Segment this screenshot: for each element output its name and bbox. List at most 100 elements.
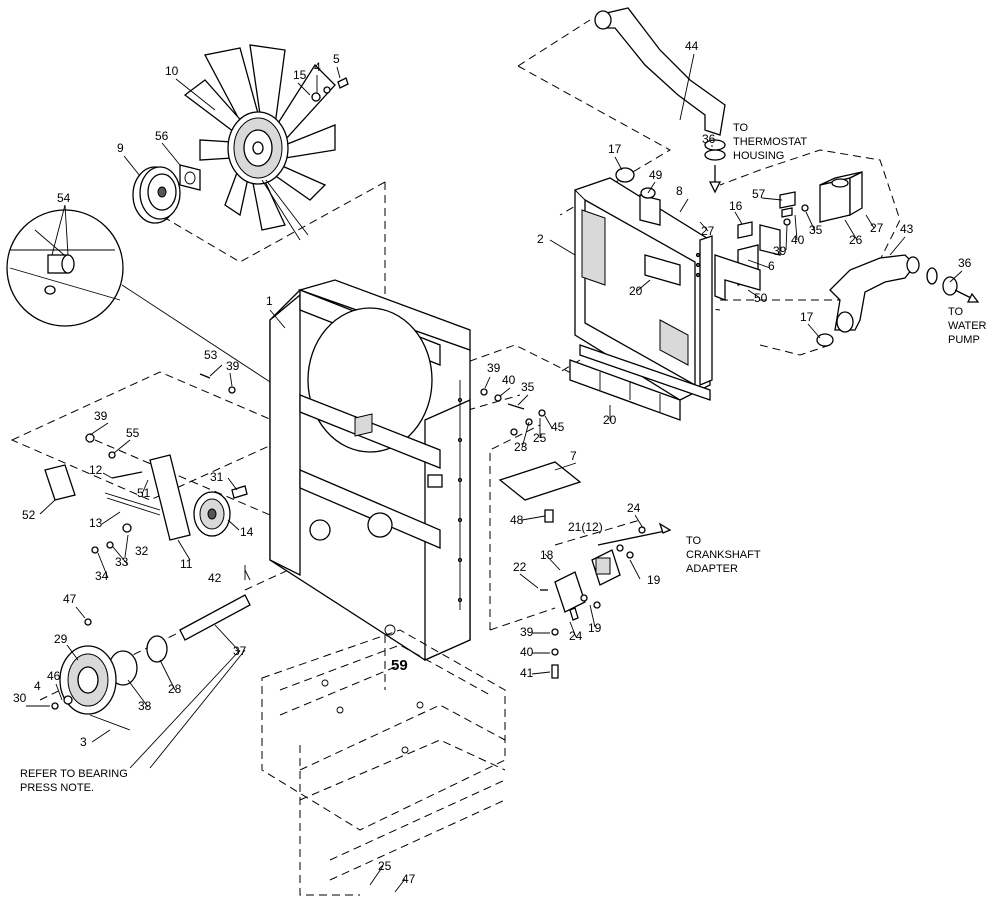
callout-43: 43 xyxy=(900,222,914,236)
callout-45: 45 xyxy=(551,420,565,434)
fan-bolts xyxy=(311,77,349,102)
shroud-mount-hardware xyxy=(480,388,546,436)
direction-notes: TO THERMOSTAT HOUSING TO WATER PUMP TO C… xyxy=(20,122,987,794)
callout-17b: 17 xyxy=(800,310,814,324)
crankshaft-note-line3: ADAPTER xyxy=(686,563,738,575)
callout-24a: 24 xyxy=(627,501,641,515)
callout-41: 41 xyxy=(520,666,534,680)
callout-6: 6 xyxy=(768,259,775,273)
callout-38: 38 xyxy=(138,699,152,713)
water-pump-note-line2: WATER xyxy=(948,320,987,332)
crankshaft-adapter-parts xyxy=(498,461,672,679)
callout-51: 51 xyxy=(137,486,151,500)
callout-49: 49 xyxy=(649,168,663,182)
callout-17a: 17 xyxy=(608,142,622,156)
belt-tensioner xyxy=(44,373,248,554)
water-pump-note-line3: PUMP xyxy=(948,334,980,346)
thermostat-note-line2: THERMOSTAT xyxy=(733,136,807,148)
crankshaft-note-line1: TO xyxy=(686,535,702,547)
callout-39d: 39 xyxy=(773,244,787,258)
radiator-shroud xyxy=(269,279,471,662)
callout-15: 15 xyxy=(293,68,307,82)
radiator xyxy=(569,177,759,421)
callout-36b: 36 xyxy=(958,256,972,270)
callout-27b: 27 xyxy=(870,221,884,235)
callout-56: 56 xyxy=(155,129,169,143)
callout-47b: 47 xyxy=(402,872,416,886)
bearing-note-line2: PRESS NOTE. xyxy=(20,782,94,794)
callout-10: 10 xyxy=(165,64,179,78)
callout-39a: 39 xyxy=(226,359,240,373)
water-pump-note-line1: TO xyxy=(948,306,964,318)
callout-46: 46 xyxy=(47,669,61,683)
callout-22: 22 xyxy=(513,560,527,574)
callout-7: 7 xyxy=(570,449,577,463)
callout-23: 23 xyxy=(514,440,528,454)
callout-5: 5 xyxy=(333,52,340,66)
callout-40c: 40 xyxy=(520,645,534,659)
callout-9: 9 xyxy=(117,141,124,155)
callout-40a: 40 xyxy=(502,373,516,387)
cooling-fan xyxy=(183,44,336,241)
callout-30: 30 xyxy=(13,691,27,705)
callout-13: 13 xyxy=(89,516,103,530)
callout-20a: 20 xyxy=(629,284,643,298)
callout-54: 54 xyxy=(57,191,71,205)
bearing-note-line1: REFER TO BEARING xyxy=(20,768,128,780)
callout-35a: 35 xyxy=(521,380,535,394)
fan-spacer xyxy=(179,164,201,191)
callout-50: 50 xyxy=(754,291,768,305)
callout-2: 2 xyxy=(537,232,544,246)
callout-33: 33 xyxy=(115,555,129,569)
callout-53: 53 xyxy=(204,348,218,362)
callout-35b: 35 xyxy=(809,223,823,237)
callout-39e: 39 xyxy=(520,625,534,639)
upper-radiator-hose xyxy=(594,7,726,194)
callout-48: 48 xyxy=(510,513,524,527)
callout-19a: 19 xyxy=(647,573,661,587)
callout-1: 1 xyxy=(266,294,273,308)
callout-34: 34 xyxy=(95,569,109,583)
callout-labels: 1 2 3 4 4 5 6 7 8 9 10 11 12 13 14 15 16… xyxy=(13,39,972,886)
callout-39b: 39 xyxy=(94,409,108,423)
callout-47a: 47 xyxy=(63,592,77,606)
crankshaft-note-line2: CRANKSHAFT xyxy=(686,549,761,561)
sensor-bracket xyxy=(714,224,781,301)
callout-leaders xyxy=(26,53,963,893)
fan-pulley xyxy=(132,166,181,224)
bearing-note-leaders xyxy=(129,649,246,769)
callout-44: 44 xyxy=(685,39,699,53)
engine-frame-rail xyxy=(261,624,506,881)
callout-39c: 39 xyxy=(487,361,501,375)
level-switch xyxy=(737,191,809,239)
callout-25b: 25 xyxy=(378,859,392,873)
callout-4b: 4 xyxy=(34,679,41,693)
callout-59: 59 xyxy=(391,657,408,674)
callout-32: 32 xyxy=(135,544,149,558)
callout-14: 14 xyxy=(240,525,254,539)
callout-8: 8 xyxy=(676,184,683,198)
callout-57: 57 xyxy=(752,187,766,201)
callout-18: 18 xyxy=(540,548,554,562)
callout-4a: 4 xyxy=(314,60,321,74)
callout-31: 31 xyxy=(210,470,224,484)
callout-21: 21(12) xyxy=(568,520,603,534)
callout-11: 11 xyxy=(180,557,193,571)
callout-19b: 19 xyxy=(588,621,602,635)
coolant-reservoir xyxy=(819,170,863,223)
callout-16: 16 xyxy=(729,199,743,213)
callout-29: 29 xyxy=(54,632,68,646)
thermostat-note-line3: HOUSING xyxy=(733,150,784,162)
lower-radiator-hose xyxy=(615,167,980,347)
callout-12: 12 xyxy=(89,463,103,477)
thermostat-note-line1: TO xyxy=(733,122,749,134)
callout-55: 55 xyxy=(126,426,140,440)
callout-26: 26 xyxy=(849,233,863,247)
callout-52: 52 xyxy=(22,508,36,522)
callout-42: 42 xyxy=(208,571,222,585)
callout-36a: 36 xyxy=(702,132,716,146)
callout-3: 3 xyxy=(80,735,87,749)
detail-view-circle xyxy=(6,209,320,423)
callout-40b: 40 xyxy=(791,233,805,247)
